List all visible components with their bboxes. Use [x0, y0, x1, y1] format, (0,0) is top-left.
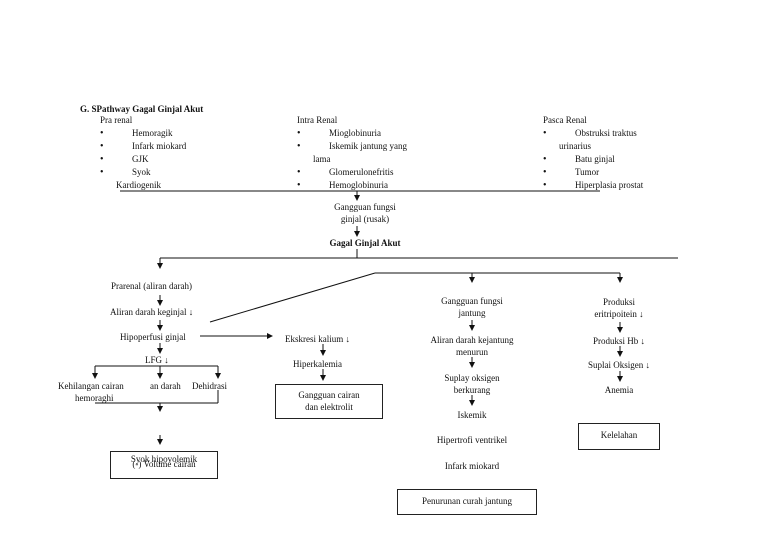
list-item: Infark miokard	[100, 140, 186, 153]
erythropoietin-line1: Produksi	[602, 297, 636, 307]
fluid-loss-node-b: an darah	[150, 381, 181, 391]
blood-flow-node: Aliran darah keginjal ↓	[110, 307, 194, 317]
lfg-node: LFG ↓	[145, 355, 169, 365]
diagonal-line	[209, 272, 376, 323]
anemia-node: Anemia	[604, 385, 634, 395]
infarction-node: Infark miokard	[444, 461, 500, 471]
ischemia-node: Iskemik	[457, 410, 487, 420]
erythropoietin-line2: eritripoitein ↓	[594, 309, 644, 319]
excretion-node: Ekskresi kalium ↓	[285, 334, 350, 344]
diagram-heading: G. SPathway Gagal Ginjal Akut	[80, 104, 204, 114]
list-item: Tumor	[543, 166, 643, 179]
fluid-loss-node: Kehilangan cairan	[58, 381, 124, 391]
list-item: Batu ginjal	[543, 153, 643, 166]
heart-disorder-line2: jantung	[458, 308, 486, 318]
oxygen-node: Suplai Oksigen ↓	[588, 360, 650, 370]
main-node: Gagal Ginjal Akut	[329, 238, 401, 248]
post-renal-wrap: urinarius	[559, 141, 591, 151]
pre-renal-continuation: Kardiogenik	[116, 180, 161, 190]
fatigue-label: Kelelahan	[600, 430, 638, 440]
oxygen-supply-line2: berkurang	[453, 385, 491, 395]
fatigue-box: Kelelahan	[578, 423, 660, 450]
prerenal-node: Prarenal (aliran darah)	[111, 281, 192, 291]
dehydration-node: Dehidrasi	[192, 381, 227, 391]
list-item: Hemoglobinuria	[297, 179, 407, 192]
shock-box: Syok hipovolemik (-) Volume cairan	[110, 451, 218, 479]
fluid-loss-node-c: hemoraghi	[75, 393, 114, 403]
list-item: Mioglobinuria	[297, 127, 407, 140]
intra-renal-title: Intra Renal	[297, 115, 338, 125]
fluid-electrolyte-line2: dan elektrolit	[305, 402, 353, 412]
hb-node: Produksi Hb ↓	[592, 336, 646, 346]
blood-to-heart-line1: Aliran darah kejantung	[430, 335, 514, 345]
damage-node-line1: Gangguan fungsi	[334, 202, 396, 212]
shock-box-line1: Syok hipovolemik	[130, 454, 198, 464]
cardiac-output-label: Penurunan curah jantung	[422, 496, 512, 506]
hypoperfusion-node: Hipoperfusi ginjal	[120, 332, 186, 342]
fluid-electrolyte-line1: Gangguan cairan	[298, 390, 360, 400]
shock-box-line2: (-) Volume cairan	[132, 459, 196, 469]
hypertrophy-node: Hipertrofi ventrikel	[436, 435, 508, 445]
list-item: Glomerulonefritis	[297, 166, 407, 179]
oxygen-supply-line1: Suplay oksigen	[444, 373, 500, 383]
list-item: GJK	[100, 153, 186, 166]
pre-renal-list: Hemoragik Infark miokard GJK SyokKardiog…	[100, 127, 186, 192]
hyperkalemia-node: Hiperkalemia	[293, 359, 342, 369]
damage-node-line2: ginjal (rusak)	[340, 214, 390, 224]
heart-disorder-line1: Gangguan fungsi	[441, 296, 503, 306]
cardiac-output-box: Penurunan curah jantung	[397, 489, 537, 515]
list-item: Hemoragik	[100, 127, 186, 140]
post-renal-title: Pasca Renal	[543, 115, 587, 125]
pre-renal-title: Pra renal	[100, 115, 133, 125]
blood-to-heart-line2: menurun	[456, 347, 488, 357]
fluid-electrolyte-box: Gangguan cairan dan elektrolit	[275, 384, 383, 419]
list-item: Hiperplasia prostat	[543, 179, 643, 192]
intra-renal-wrap: lama	[313, 154, 331, 164]
